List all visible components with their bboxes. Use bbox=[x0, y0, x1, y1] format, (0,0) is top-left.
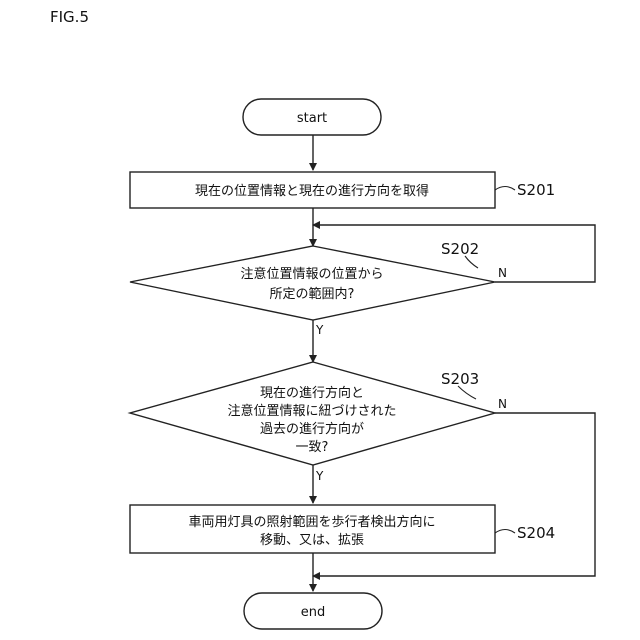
s202-no-label: N bbox=[498, 266, 507, 280]
end-label: end bbox=[301, 605, 326, 620]
s203-text-line-3: 過去の進行方向が bbox=[260, 421, 364, 437]
s203-text-line-1: 現在の進行方向と bbox=[260, 385, 364, 401]
s202-step-label: S202 bbox=[441, 240, 479, 258]
s201-leader bbox=[495, 187, 515, 191]
s204-leader bbox=[495, 530, 515, 534]
s202-yes-label: Y bbox=[315, 323, 324, 337]
s204-text-line-2: 移動、又は、拡張 bbox=[260, 533, 364, 548]
s203-text-line-4: 一致? bbox=[296, 440, 329, 455]
start-label: start bbox=[297, 111, 327, 126]
s204-step-label: S204 bbox=[517, 524, 555, 542]
s201-text: 現在の位置情報と現在の進行方向を取得 bbox=[195, 183, 429, 199]
s204-text-line-1: 車両用灯具の照射範囲を歩行者検出方向に bbox=[188, 514, 435, 530]
s201-step-label: S201 bbox=[517, 181, 555, 199]
s203-text-line-2: 注意位置情報に紐づけされた bbox=[227, 403, 396, 419]
s202-text-line-2: 所定の範囲内? bbox=[270, 286, 355, 302]
s203-yes-label: Y bbox=[315, 469, 324, 483]
s203-no-label: N bbox=[498, 397, 507, 411]
s203-step-label: S203 bbox=[441, 370, 479, 388]
s202-text-line-1: 注意位置情報の位置から bbox=[240, 266, 383, 282]
